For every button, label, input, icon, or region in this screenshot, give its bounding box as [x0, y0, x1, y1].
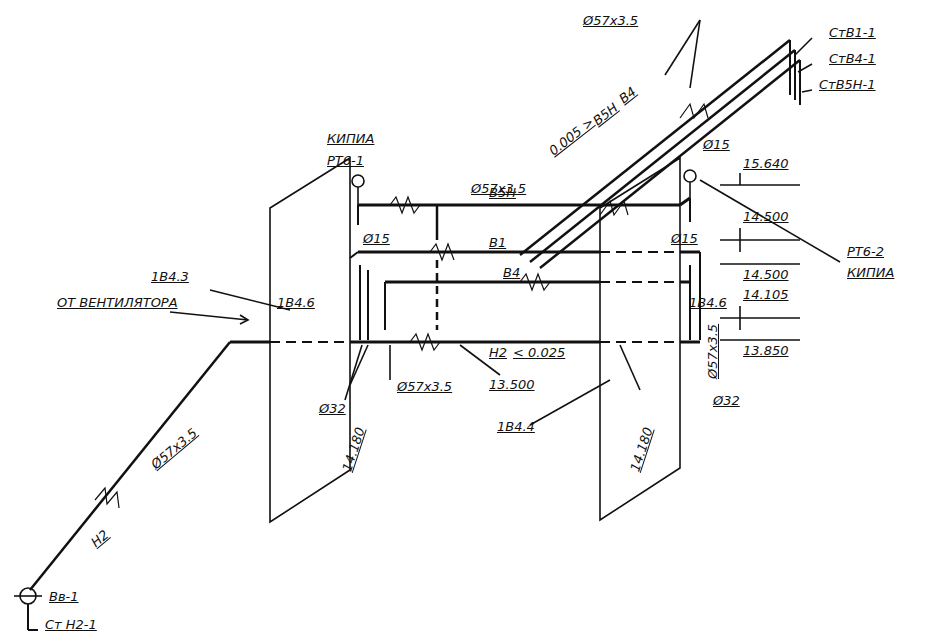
- drawing-label: 1В4.3: [150, 270, 190, 284]
- drawing-label: В1: [488, 236, 507, 250]
- drawing-label: 13.500: [488, 378, 536, 392]
- drawing-label: Н2: [88, 527, 113, 551]
- drawing-label: СтВ1-1: [828, 26, 877, 40]
- drawing-label: РТ6-2: [846, 245, 885, 259]
- drawing-label: Вв-1: [48, 590, 80, 604]
- drawing-label: 1В4.6: [688, 296, 728, 310]
- drawing-label: 1В4.6: [276, 296, 316, 310]
- drawing-label: 1В4.4: [496, 420, 536, 434]
- drawing-label: 14.105: [742, 288, 790, 302]
- drawing-label: 14.500: [742, 268, 790, 282]
- drawing-label: Ст Н2-1: [44, 618, 98, 632]
- drawing-label: 0.005 >: [546, 115, 598, 160]
- drawing-label: 14.180: [628, 425, 656, 475]
- drawing-label: В4: [616, 84, 640, 107]
- drawing-label: РТ6-1: [326, 154, 365, 168]
- drawing-label: Ø15: [702, 138, 731, 152]
- drawing-label: СтВ5Н-1: [818, 78, 877, 92]
- drawing-label: Ø57x3.5: [582, 14, 639, 28]
- drawing-label: Ø57x3.5: [706, 323, 720, 380]
- drawing-label: В5Н: [488, 186, 517, 200]
- drawing-label: Ø32: [712, 394, 741, 408]
- drawing-label: Н2: [488, 346, 508, 360]
- drawing-label: Ø57x3.5: [396, 380, 453, 394]
- drawing-label: Ø15: [670, 232, 699, 246]
- drawing-label: ОТ ВЕНТИЛЯТОРА: [56, 296, 179, 310]
- drawing-label: 15.640: [742, 157, 790, 171]
- drawing-label: КИПИА: [846, 266, 895, 280]
- drawing-label: 14.180: [340, 425, 368, 475]
- drawing-label: В5Н: [590, 100, 622, 129]
- drawing-label: СтВ4-1: [828, 52, 877, 66]
- drawing-label: В4: [502, 266, 521, 280]
- drawing-label: Ø15: [362, 232, 391, 246]
- wall-plate: [600, 158, 680, 520]
- wall-plate: [270, 158, 350, 522]
- drawing-label: < 0.025: [512, 346, 566, 360]
- drawing-label: КИПИА: [326, 132, 375, 146]
- drawing-label: 14.500: [742, 210, 790, 224]
- drawing-label: 13.850: [742, 344, 790, 358]
- drawing-label: Ø32: [318, 402, 347, 416]
